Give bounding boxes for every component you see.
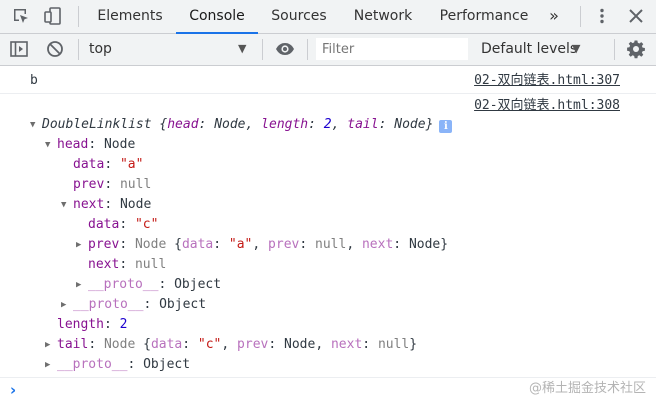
collapsed-triangle-icon[interactable]: ▶ <box>76 240 82 250</box>
info-icon[interactable]: i <box>439 120 453 133</box>
tab-separator <box>580 6 581 27</box>
object-header[interactable]: ▼DoubleLinklist {head: Node, length: 2, … <box>30 115 453 135</box>
collapsed-triangle-icon[interactable]: ▶ <box>76 280 82 290</box>
collapsed-triangle-icon[interactable]: ▶ <box>45 360 51 370</box>
devtools-tab-bar: Elements Console Sources Network Perform… <box>0 0 656 34</box>
tab-sources[interactable]: Sources <box>271 8 327 24</box>
live-expression-icon[interactable] <box>275 39 295 59</box>
tree-item-proto[interactable]: ▶__proto__: Object <box>76 275 221 295</box>
toolbar-separator <box>307 39 308 60</box>
source-link[interactable]: 02-双向链表.html:308 <box>474 98 620 113</box>
expanded-triangle-icon[interactable]: ▼ <box>45 140 51 150</box>
watermark: @稀土掘金技术社区 <box>528 381 646 396</box>
log-levels-dropdown[interactable]: Default levels <box>481 41 578 57</box>
expanded-triangle-icon[interactable]: ▼ <box>30 120 36 130</box>
console-output: b 02-双向链表.html:307 02-双向链表.html:308 ▼Dou… <box>0 66 656 406</box>
sidebar-toggle-icon[interactable] <box>9 39 29 59</box>
tree-item-length[interactable]: length: 2 <box>57 317 128 332</box>
close-icon[interactable] <box>626 6 646 26</box>
collapsed-triangle-icon[interactable]: ▶ <box>61 300 67 310</box>
toolbar-separator <box>78 39 79 60</box>
tree-item-data[interactable]: data: "a" <box>73 157 144 172</box>
settings-gear-icon[interactable] <box>626 39 646 59</box>
collapsed-triangle-icon[interactable]: ▶ <box>45 340 51 350</box>
tree-item-proto[interactable]: ▶__proto__: Object <box>61 295 206 315</box>
tree-item-prev[interactable]: ▶prev: Node {data: "a", prev: null, next… <box>76 235 448 255</box>
more-tabs-button[interactable]: » <box>549 6 559 25</box>
toolbar-separator <box>614 39 615 60</box>
tree-item-next[interactable]: ▼next: Node <box>61 195 151 215</box>
clear-console-icon[interactable] <box>45 39 65 59</box>
console-toolbar: top ▼ Default levels ▼ <box>0 34 656 66</box>
log-message: b <box>30 73 38 88</box>
expanded-triangle-icon[interactable]: ▼ <box>61 200 67 210</box>
tree-item-head[interactable]: ▼head: Node <box>45 135 135 155</box>
message-separator <box>0 93 656 94</box>
inspect-icon[interactable] <box>11 6 31 26</box>
tab-console[interactable]: Console <box>176 0 258 34</box>
tab-performance[interactable]: Performance <box>439 8 529 24</box>
tree-item-proto[interactable]: ▶__proto__: Object <box>45 355 190 375</box>
chevron-down-icon: ▼ <box>572 42 581 55</box>
toolbar-separator <box>262 39 263 60</box>
source-link[interactable]: 02-双向链表.html:307 <box>474 73 620 88</box>
filter-input[interactable] <box>316 38 468 60</box>
message-separator <box>0 377 656 378</box>
tree-item-prev[interactable]: prev: null <box>73 177 152 192</box>
tree-item-data[interactable]: data: "c" <box>88 217 159 232</box>
tab-elements[interactable]: Elements <box>97 8 163 24</box>
context-selector[interactable]: top <box>89 41 112 57</box>
chevron-down-icon: ▼ <box>238 42 247 55</box>
more-vert-icon[interactable] <box>592 6 612 26</box>
device-toggle-icon[interactable] <box>43 6 63 26</box>
console-prompt[interactable]: › <box>10 381 17 399</box>
tree-item-tail[interactable]: ▶tail: Node {data: "c", prev: Node, next… <box>45 335 417 355</box>
tab-separator <box>78 6 79 27</box>
tab-network[interactable]: Network <box>353 8 413 24</box>
tree-item-next[interactable]: next: null <box>88 257 167 272</box>
